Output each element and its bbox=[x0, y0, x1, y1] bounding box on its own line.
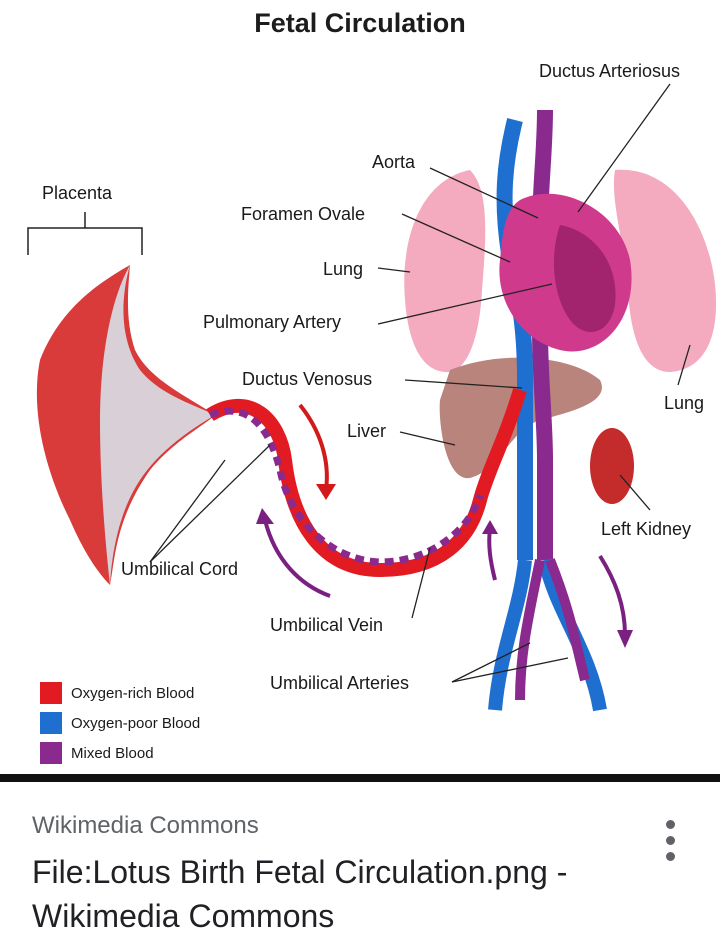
legend: Oxygen-rich Blood Oxygen-poor Blood Mixe… bbox=[40, 678, 200, 768]
label-placenta: Placenta bbox=[42, 183, 113, 203]
legend-label: Mixed Blood bbox=[71, 744, 154, 762]
fetal-circulation-illustration bbox=[27, 83, 717, 712]
label-aorta: Aorta bbox=[372, 152, 416, 172]
legend-swatch-oxygen-rich bbox=[40, 682, 62, 704]
result-caption[interactable]: Wikimedia Commons File:Lotus Birth Fetal… bbox=[0, 782, 720, 934]
label-lung-right: Lung bbox=[664, 393, 705, 413]
label-left-kidney: Left Kidney bbox=[601, 519, 692, 539]
legend-swatch-mixed bbox=[40, 742, 62, 764]
label-ductus-arteriosus: Ductus Arteriosus bbox=[539, 61, 681, 81]
legend-label: Oxygen-rich Blood bbox=[71, 684, 195, 702]
legend-item-oxygen-rich: Oxygen-rich Blood bbox=[40, 678, 200, 708]
image-divider bbox=[0, 774, 720, 782]
label-umbilical-vein: Umbilical Vein bbox=[270, 615, 384, 635]
legend-swatch-oxygen-poor bbox=[40, 712, 62, 734]
label-umbilical-arteries: Umbilical Arteries bbox=[270, 673, 410, 693]
label-foramen-ovale: Foramen Ovale bbox=[241, 204, 366, 224]
result-title-link[interactable]: File:Lotus Birth Fetal Circulation.png -… bbox=[32, 854, 568, 934]
source-name[interactable]: Wikimedia Commons bbox=[32, 812, 259, 839]
diagram-image[interactable]: Fetal Circulation Ductus Arteriosus Aort… bbox=[0, 0, 720, 774]
label-pulmonary-artery: Pulmonary Artery bbox=[203, 312, 342, 332]
label-liver: Liver bbox=[347, 421, 387, 441]
label-umbilical-cord: Umbilical Cord bbox=[121, 559, 239, 579]
more-options-button[interactable] bbox=[652, 818, 688, 866]
label-ductus-venosus: Ductus Venosus bbox=[242, 369, 373, 389]
legend-item-mixed: Mixed Blood bbox=[40, 738, 200, 768]
label-lung-left: Lung bbox=[323, 259, 364, 279]
legend-label: Oxygen-poor Blood bbox=[71, 714, 201, 732]
diagram-title: Fetal Circulation bbox=[254, 8, 466, 38]
legend-item-oxygen-poor: Oxygen-poor Blood bbox=[40, 708, 200, 738]
